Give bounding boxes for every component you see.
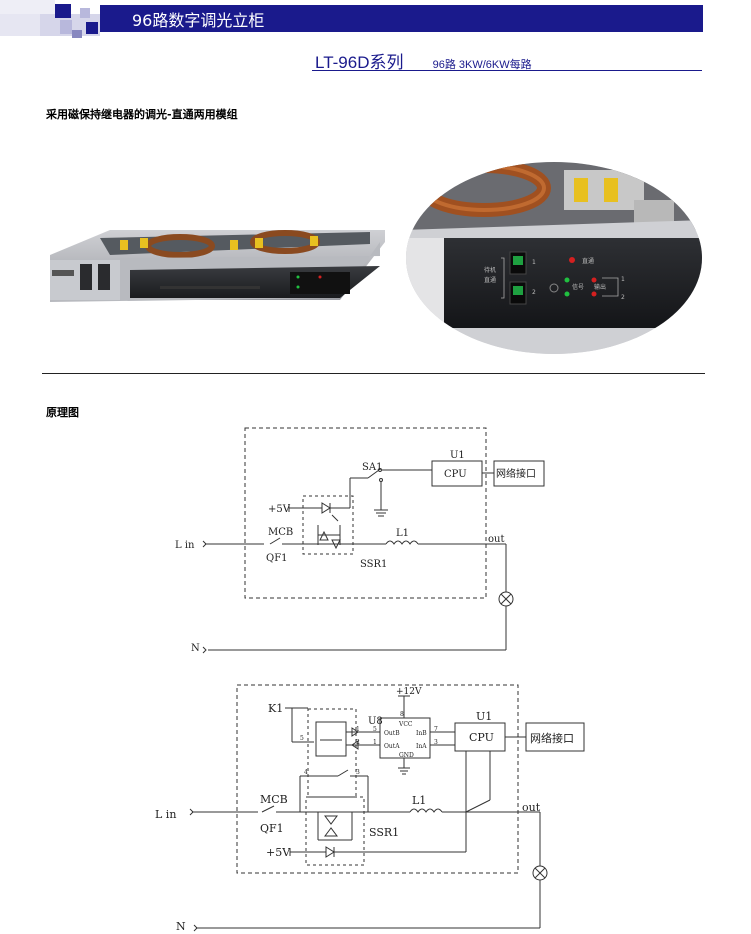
k1-label: K1	[268, 702, 283, 715]
ssr1-label-2: SSR1	[369, 826, 399, 839]
decor-square	[55, 4, 71, 18]
label-num-1: 1	[532, 259, 536, 266]
u1-label-2: U1	[476, 710, 492, 723]
ssr-box-1	[302, 495, 354, 555]
u8-label: U8	[368, 716, 383, 727]
label-bypass: 直通	[484, 276, 496, 284]
l1-label-1: L1	[396, 528, 409, 539]
dashed-enclosure-2	[236, 684, 519, 874]
product-subtitle: LT-96D系列 96路 3KW/6KW每路	[315, 48, 532, 73]
sa1-label: SA1	[362, 462, 382, 473]
section-heading-schematic: 原理图	[46, 406, 79, 419]
pin1-label: 1	[373, 739, 377, 746]
label-num-1b: 1	[621, 276, 625, 283]
cpu-label-1: CPU	[444, 469, 467, 480]
triac-icon	[319, 530, 329, 541]
page-header: 96路数字调光立柜	[0, 0, 751, 38]
network-label-2: 网络接口	[530, 731, 574, 745]
model-name: LT-96D系列	[315, 53, 404, 72]
n-label-1: N	[191, 643, 200, 654]
kpin2-label: 2	[356, 739, 360, 746]
section-heading-module: 采用磁保持继电器的调光-直通两用模组	[46, 108, 238, 121]
kpin1-label: 1	[356, 726, 360, 733]
ina-label: InA	[416, 743, 427, 750]
decor-square	[86, 22, 98, 34]
mcb-label-1: MCB	[268, 527, 293, 538]
vcc-label: VCC	[398, 721, 413, 728]
lin-label-2: L in	[155, 808, 176, 821]
cpu-label-2: CPU	[469, 731, 494, 744]
qf1-label-2: QF1	[260, 822, 284, 835]
decor-square	[0, 0, 55, 14]
lin-label-1: L in	[175, 540, 195, 551]
kpin3-label: 3	[356, 769, 360, 776]
cpu-box-2	[454, 722, 506, 752]
relay-coil-icon	[315, 721, 347, 757]
decor-square	[60, 20, 72, 34]
module-photo	[50, 230, 385, 302]
ssr1-label-1: SSR1	[360, 559, 387, 570]
closeup-photo: 待机 直通 直通 信号 输出 1 2 1 2	[406, 162, 702, 354]
section-divider	[42, 373, 705, 374]
page-title: 96路数字调光立柜	[132, 11, 265, 30]
dashed-enclosure-1	[244, 427, 487, 599]
inb-label: InB	[416, 730, 427, 737]
subtitle-rule	[312, 70, 702, 71]
label-signal: 信号	[572, 283, 584, 291]
out-label-1: out	[488, 534, 504, 545]
decor-square	[0, 14, 40, 36]
inductor-icon	[385, 540, 419, 545]
plus5v-label-1: +5V	[268, 504, 291, 515]
plus12v-label: +12V	[396, 687, 422, 697]
network-box-1	[493, 460, 545, 487]
decor-square	[80, 8, 90, 18]
pin7-label: 7	[434, 726, 438, 733]
kpin4-label: 4	[304, 769, 308, 776]
n-label-2: N	[176, 920, 186, 933]
pin8-label: 8	[400, 711, 404, 718]
label-num-2: 2	[532, 289, 536, 296]
network-box-2	[525, 722, 585, 752]
out-label-2: out	[522, 801, 541, 814]
ic-u8-box	[379, 717, 431, 759]
gnd-label: GND	[399, 752, 414, 759]
inductor-icon-2	[409, 808, 443, 813]
mcb-label-2: MCB	[260, 793, 288, 806]
relay-box	[307, 708, 357, 798]
outb-label: OutB	[384, 730, 400, 737]
l1-label-2: L1	[412, 794, 426, 807]
outa-label: OutA	[384, 743, 400, 750]
ssr-box-2	[305, 796, 365, 866]
lamp-icon-2	[532, 865, 548, 881]
label-num-2b: 2	[621, 294, 625, 301]
network-label-1: 网络接口	[496, 467, 536, 480]
decor-square	[72, 30, 82, 38]
label-output: 输出	[594, 283, 606, 291]
label-standby: 待机	[484, 266, 496, 274]
pin5-label: 5	[373, 726, 377, 733]
kpin5-label: 5	[300, 735, 304, 742]
u1-label-1: U1	[450, 450, 465, 461]
title-bar	[100, 5, 703, 32]
lamp-icon	[498, 591, 514, 607]
pin3-label: 3	[434, 739, 438, 746]
led-icon	[321, 502, 331, 514]
model-spec: 96路 3KW/6KW每路	[432, 59, 532, 71]
plus5v-label-2: +5V	[266, 846, 291, 859]
label-bypass-indicator: 直通	[582, 257, 594, 265]
qf1-label-1: QF1	[266, 553, 288, 564]
cpu-box-1	[431, 460, 483, 487]
